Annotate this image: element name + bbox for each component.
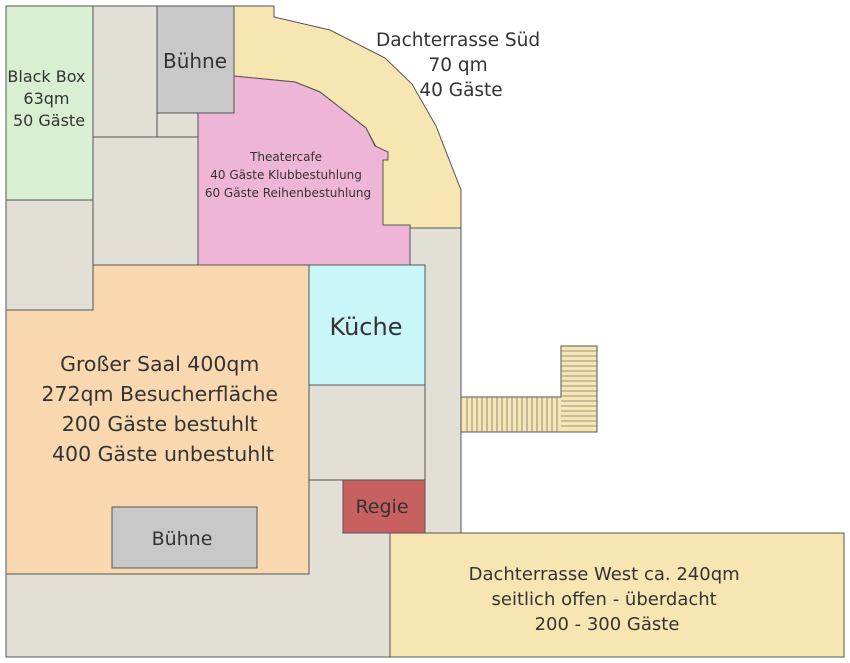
terrace-south[interactable]: Dachterrasse Süd 70 qm 40 Gäste [233,5,546,229]
gray-room-top-middle [92,5,158,138]
terrace-south-label: Dachterrasse Süd 70 qm 40 Gäste [376,30,546,101]
stage-hall[interactable]: Bühne [111,506,258,569]
stage-hall-shape [111,506,258,569]
theatercafe-shape [197,75,411,266]
theatercafe-label: Theatercafe 40 Gäste Klubbestuhlung 60 G… [205,150,371,200]
regie[interactable]: Regie [342,479,426,534]
regie-shape [342,479,426,534]
stage-top-shape [156,5,235,114]
great-hall-label: Großer Saal 400qm 272qm Besucherfläche 2… [41,352,284,466]
staircase-steps-horizontal [466,397,558,432]
black-box[interactable]: Black Box 63qm 50 Gäste [5,5,94,201]
stage-hall-label: Bühne [152,528,213,550]
terrace-west-shape [389,532,845,658]
kitchen-label: Küche [330,313,403,341]
gray-room-below-kitchen [308,384,426,481]
regie-label: Regie [355,496,408,518]
stage-top[interactable]: Bühne [156,5,235,114]
black-box-label: Black Box 63qm 50 Gäste [7,67,90,130]
staircase [460,345,598,433]
kitchen-shape [308,264,426,386]
gray-room-middle [92,136,199,266]
terrace-west-label: Dachterrasse West ca. 240qm seitlich off… [469,564,746,635]
gray-room-left-lower [5,199,94,311]
staircase-shape [460,345,598,433]
kitchen[interactable]: Küche [308,264,426,386]
staircase-steps-vertical [561,350,597,427]
theatercafe[interactable]: Theatercafe 40 Gäste Klubbestuhlung 60 G… [197,75,411,266]
terrace-west[interactable]: Dachterrasse West ca. 240qm seitlich off… [389,532,845,658]
black-box-shape [5,5,94,201]
stage-top-label: Bühne [163,49,227,73]
